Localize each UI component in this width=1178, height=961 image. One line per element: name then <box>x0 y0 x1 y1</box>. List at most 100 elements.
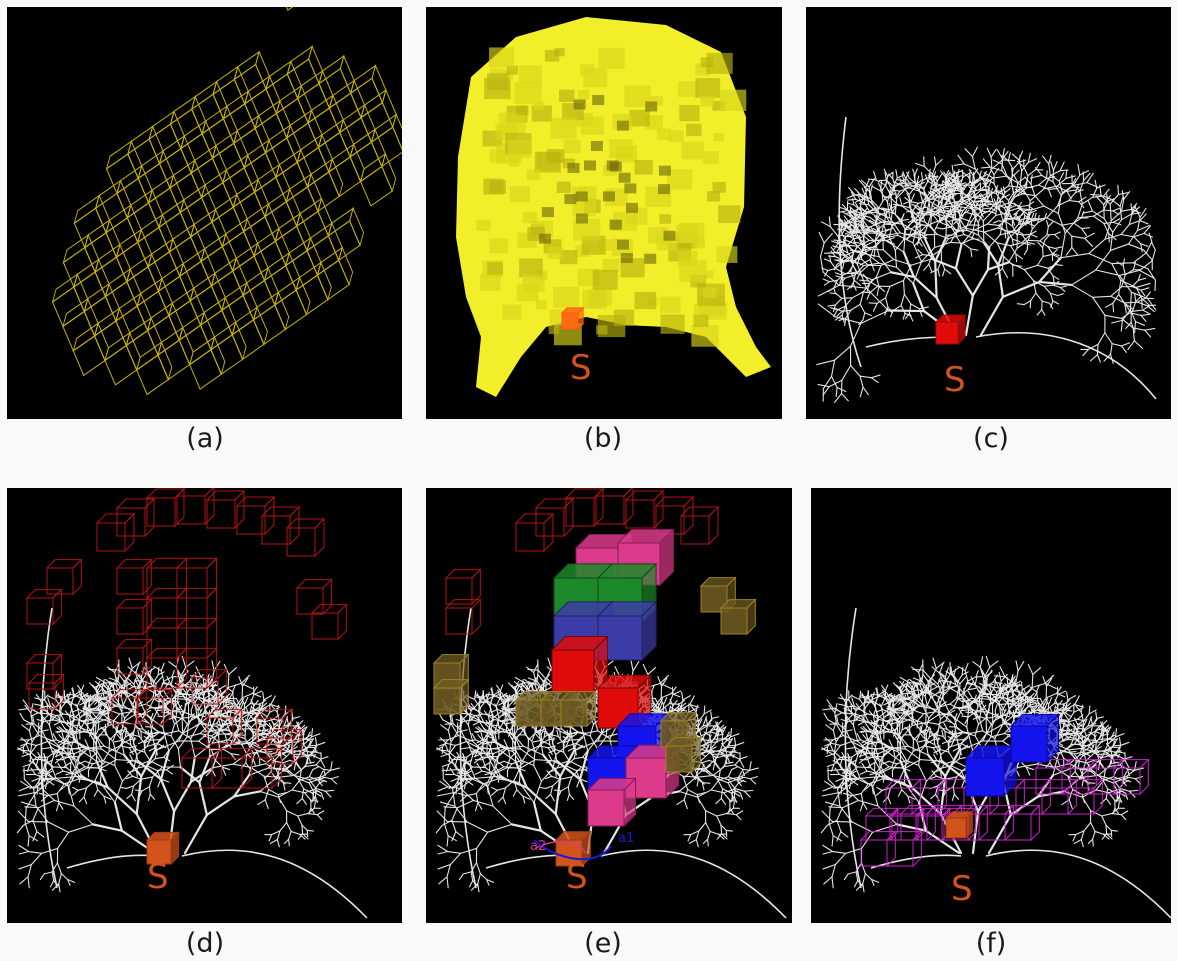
vessel-segment <box>106 786 138 816</box>
vessel-segment <box>1112 221 1122 226</box>
vessel-segment <box>1023 248 1028 256</box>
vessel-segment <box>160 778 170 783</box>
vessel-segment <box>435 824 443 834</box>
vessel-segment <box>58 710 66 724</box>
vessel-segment <box>439 742 447 747</box>
vessel-segment <box>885 209 888 218</box>
voxel-shade <box>556 181 571 193</box>
vessel-segment <box>718 726 725 733</box>
vessel-segment <box>244 738 255 756</box>
vessel-segment <box>1054 231 1061 236</box>
vessel-segment <box>495 696 501 708</box>
voxel-shade <box>476 219 491 232</box>
vessel-segment <box>190 704 194 711</box>
vessel-segment <box>56 727 63 732</box>
vessel-segment <box>865 186 867 199</box>
vessel-segment <box>862 386 869 396</box>
vessel-segment <box>32 819 38 833</box>
vessel-segment <box>508 728 512 737</box>
voxel-shade <box>516 105 529 116</box>
vessel-segment <box>160 662 165 672</box>
vessel-segment <box>460 759 471 766</box>
tree-with-red-voxels <box>16 488 368 919</box>
vessel-segment <box>836 305 846 311</box>
vessel-segment <box>1077 203 1083 219</box>
vessel-segment <box>930 212 939 222</box>
vessel-segment <box>43 777 57 780</box>
vessel-segment <box>466 821 489 833</box>
vessel-segment <box>450 723 459 737</box>
vessel-segment <box>292 716 301 720</box>
vessel-segment <box>936 233 950 240</box>
voxel-shade <box>706 52 733 74</box>
vessel-segment <box>245 713 254 725</box>
vessel-segment <box>707 719 713 726</box>
vessel-segment <box>1011 231 1023 236</box>
vessel-segment <box>681 691 684 701</box>
vessel-segment <box>990 194 994 203</box>
vessel-segment <box>1134 321 1137 334</box>
vessel-segment <box>862 273 870 282</box>
vessel-segment <box>61 741 66 755</box>
vessel-segment <box>913 173 917 184</box>
vessel-segment <box>1112 218 1121 223</box>
vessel-segment <box>1136 224 1151 232</box>
vessel-segment <box>311 728 314 738</box>
vessel-segment <box>437 863 452 870</box>
vessel-segment <box>1042 239 1046 249</box>
vessel-segment <box>1077 215 1095 219</box>
voxel-shade <box>508 139 531 159</box>
vessel-segment <box>728 751 734 758</box>
vessel-segment <box>508 707 510 717</box>
vessel-segment <box>870 374 881 379</box>
vessel-segment <box>1121 190 1125 200</box>
red-voxel <box>235 495 276 536</box>
vessel-segment <box>80 718 89 723</box>
vessel-segment <box>130 744 138 756</box>
vessel-segment <box>581 726 589 752</box>
vessel-segment <box>1094 179 1098 189</box>
vessel-segment <box>519 759 536 770</box>
vessel-segment <box>1041 174 1054 183</box>
vessel-segment <box>933 156 937 166</box>
vessel-segment <box>852 274 856 285</box>
vessel-segment <box>61 730 70 734</box>
vessel-segment <box>1046 217 1063 226</box>
vessel-segment <box>168 716 176 720</box>
vessel-segment <box>881 223 885 233</box>
vessel-segment <box>875 179 886 186</box>
vessel-segment <box>298 833 306 840</box>
vessel-segment <box>1009 245 1017 255</box>
vessel-segment <box>717 833 725 840</box>
vessel-segment <box>1008 192 1015 202</box>
vessel-segment <box>983 172 994 179</box>
vessel-segment <box>984 168 993 184</box>
vessel-segment <box>56 862 62 875</box>
vessel-segment <box>987 178 995 185</box>
vessel-segment <box>275 768 286 771</box>
vessel-segment <box>1130 291 1149 300</box>
vessel-segment <box>1018 150 1024 161</box>
vessel-segment <box>37 799 56 809</box>
vessel-segment <box>891 209 904 225</box>
vessel-segment <box>912 261 922 284</box>
vessel-segment <box>30 767 36 775</box>
red-voxel <box>295 578 333 616</box>
vessel-segment <box>846 234 855 240</box>
vessel-segment <box>1013 208 1022 216</box>
vessel-segment <box>840 251 858 265</box>
vessel-segment <box>114 780 123 804</box>
vessel-segment <box>163 756 170 762</box>
vessel-segment <box>1046 205 1059 219</box>
vessel-segment <box>858 203 870 206</box>
vessel-segment <box>1049 292 1059 297</box>
vessel-tree <box>816 116 1157 404</box>
vessel-segment <box>112 677 118 687</box>
vessel-segment <box>299 776 310 781</box>
vessel-segment <box>749 761 752 771</box>
vessel-segment <box>445 763 450 772</box>
vessel-segment <box>957 216 961 231</box>
vessel-segment <box>700 751 711 762</box>
vessel-segment <box>199 696 210 703</box>
vessel-segment <box>683 788 689 801</box>
